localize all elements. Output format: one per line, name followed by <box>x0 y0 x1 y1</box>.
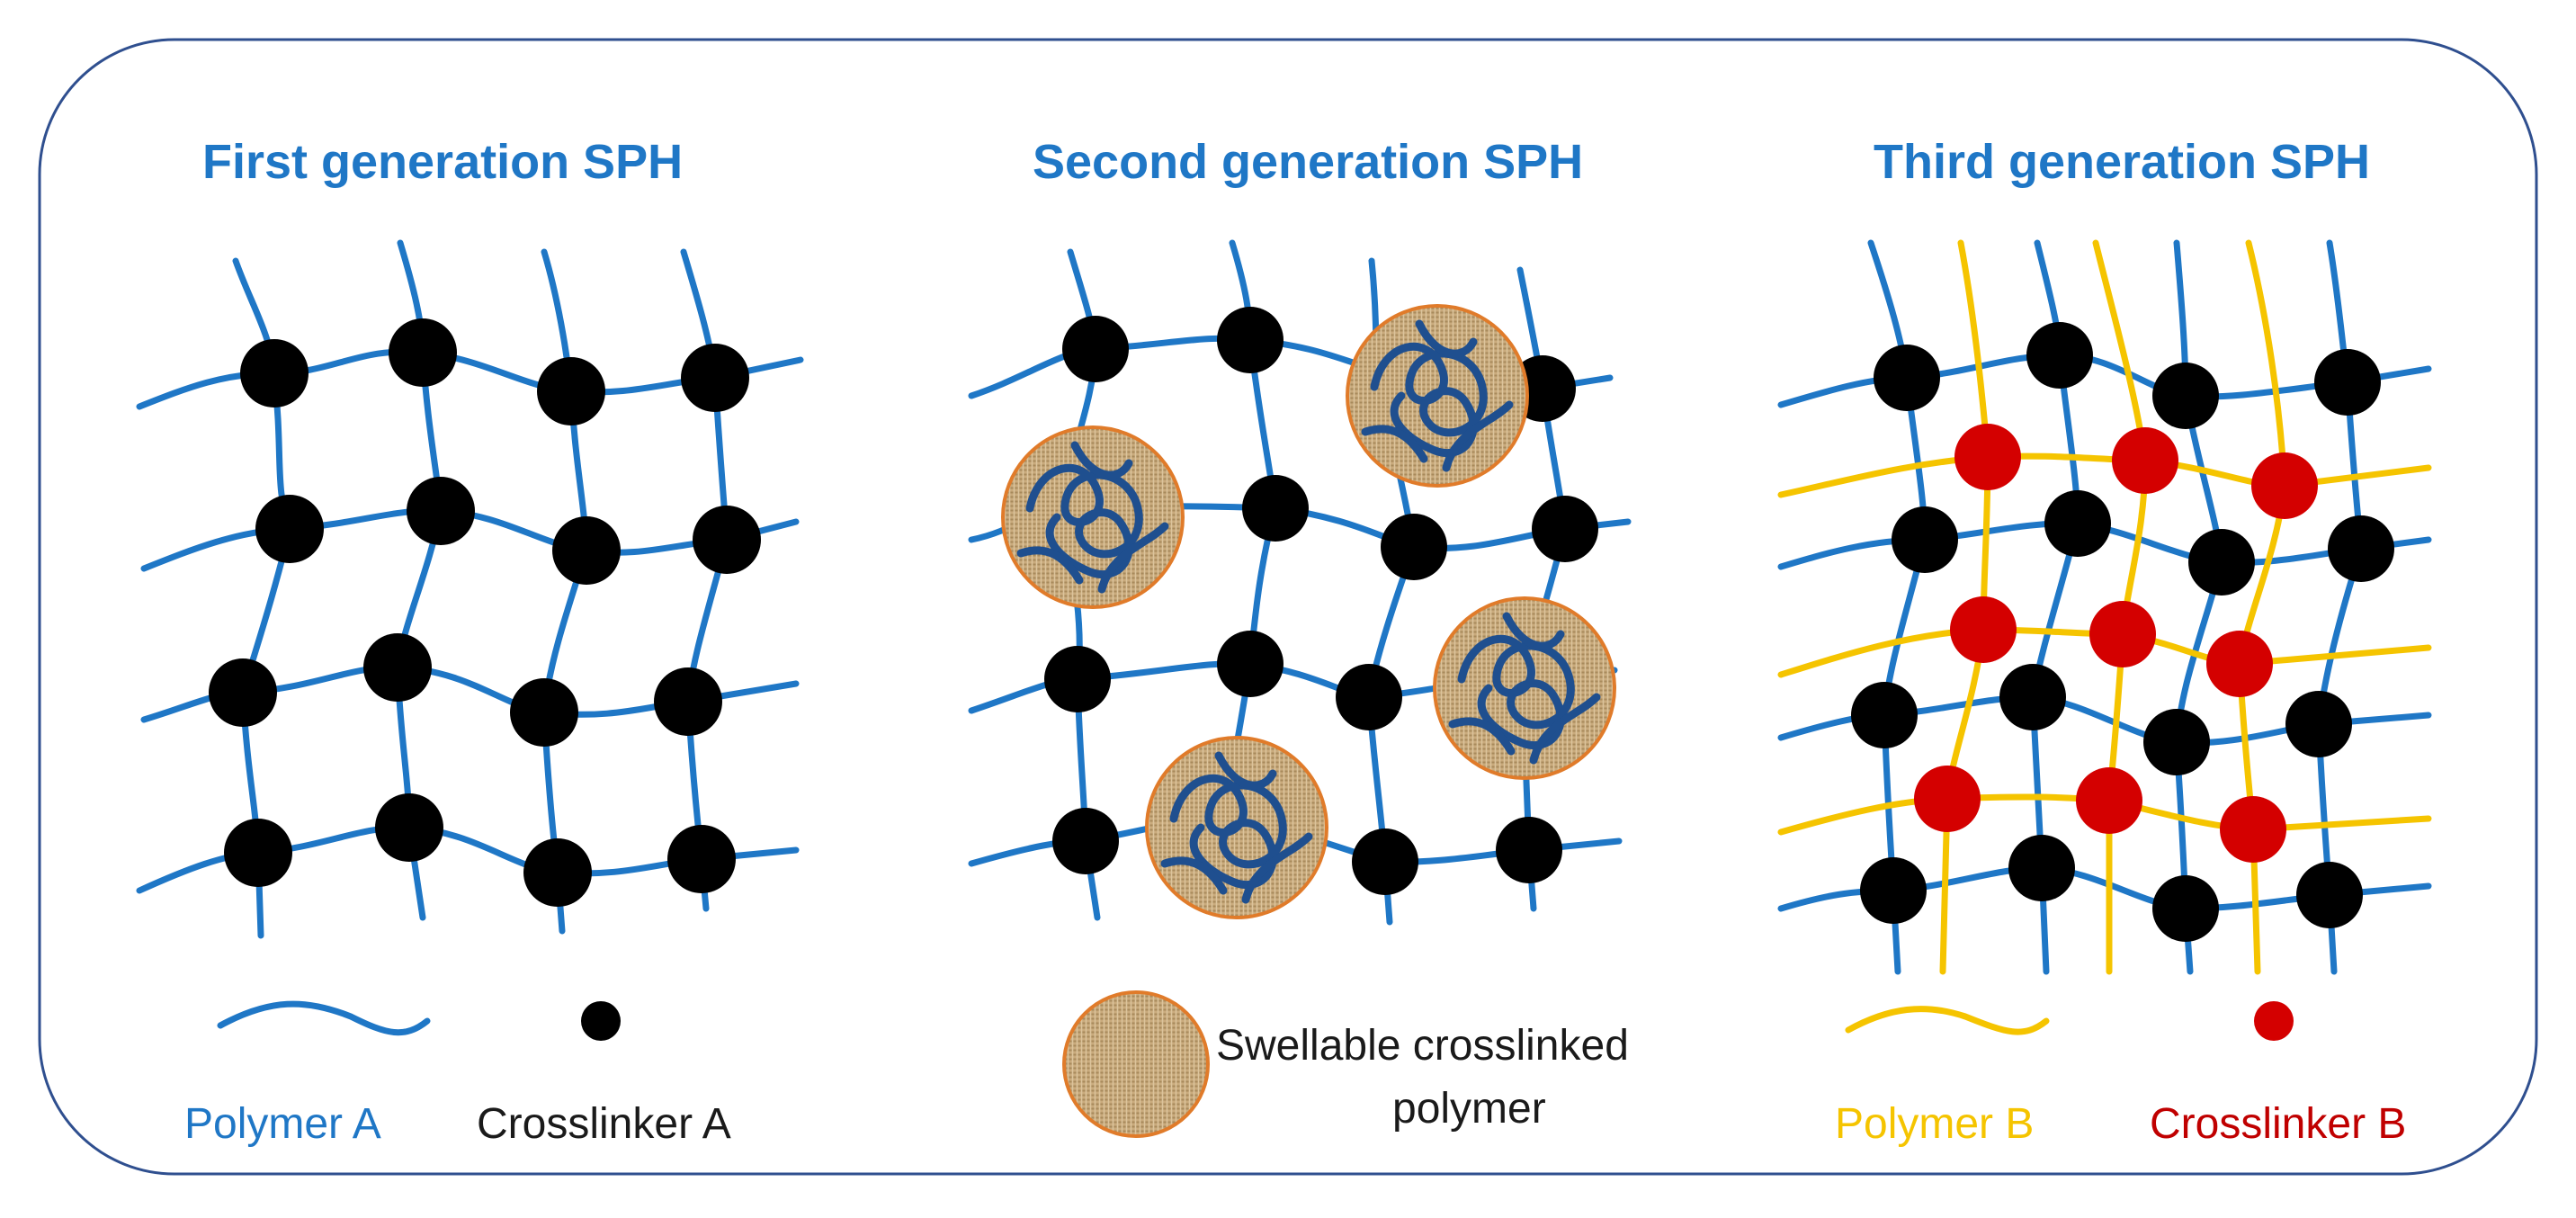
panel-second-generation <box>968 239 1632 926</box>
panel-third-generation <box>1777 239 2432 975</box>
swellable-particle <box>1001 425 1185 609</box>
polymer-b-legend-line <box>1845 1006 2050 1035</box>
polymer-b-legend-label: Polymer B <box>1835 1100 2034 1148</box>
crosslinker-b-legend-label: Crosslinker B <box>2150 1100 2406 1148</box>
title-first-generation: First generation SPH <box>202 135 683 189</box>
panel-first-generation <box>136 239 804 939</box>
crosslinker-a-nodes-3 <box>1851 322 2394 942</box>
swellable-particle <box>1433 596 1616 780</box>
polymer-a-legend-label: Polymer A <box>184 1100 381 1148</box>
crosslinker-a-nodes <box>209 318 761 907</box>
legend-second: Swellable crosslinked polymer <box>1062 990 1629 1138</box>
title-second-generation: Second generation SPH <box>1033 135 1583 189</box>
swellable-legend-line1: Swellable crosslinked <box>1216 1022 1629 1070</box>
crosslinker-b-legend-dot <box>2254 1001 2294 1041</box>
polymer-a-legend-line <box>217 1000 431 1036</box>
swellable-polymer-legend-icon <box>1062 990 1210 1138</box>
outer-frame <box>38 38 2538 1176</box>
swellable-particle <box>1346 304 1529 488</box>
legend-first: Polymer A Crosslinker A <box>184 1000 731 1148</box>
crosslinker-a-legend-dot <box>581 1001 621 1041</box>
polymer-b-chains <box>1777 239 2432 975</box>
swellable-particles <box>1001 304 1616 919</box>
crosslinker-a-legend-label: Crosslinker A <box>477 1100 731 1148</box>
legend-third: Polymer B Crosslinker B <box>1835 1001 2406 1148</box>
title-third-generation: Third generation SPH <box>1874 135 2370 189</box>
crosslinker-b-nodes <box>1914 424 2318 863</box>
swellable-legend-line2: polymer <box>1392 1085 1546 1133</box>
swellable-particle <box>1145 736 1328 919</box>
